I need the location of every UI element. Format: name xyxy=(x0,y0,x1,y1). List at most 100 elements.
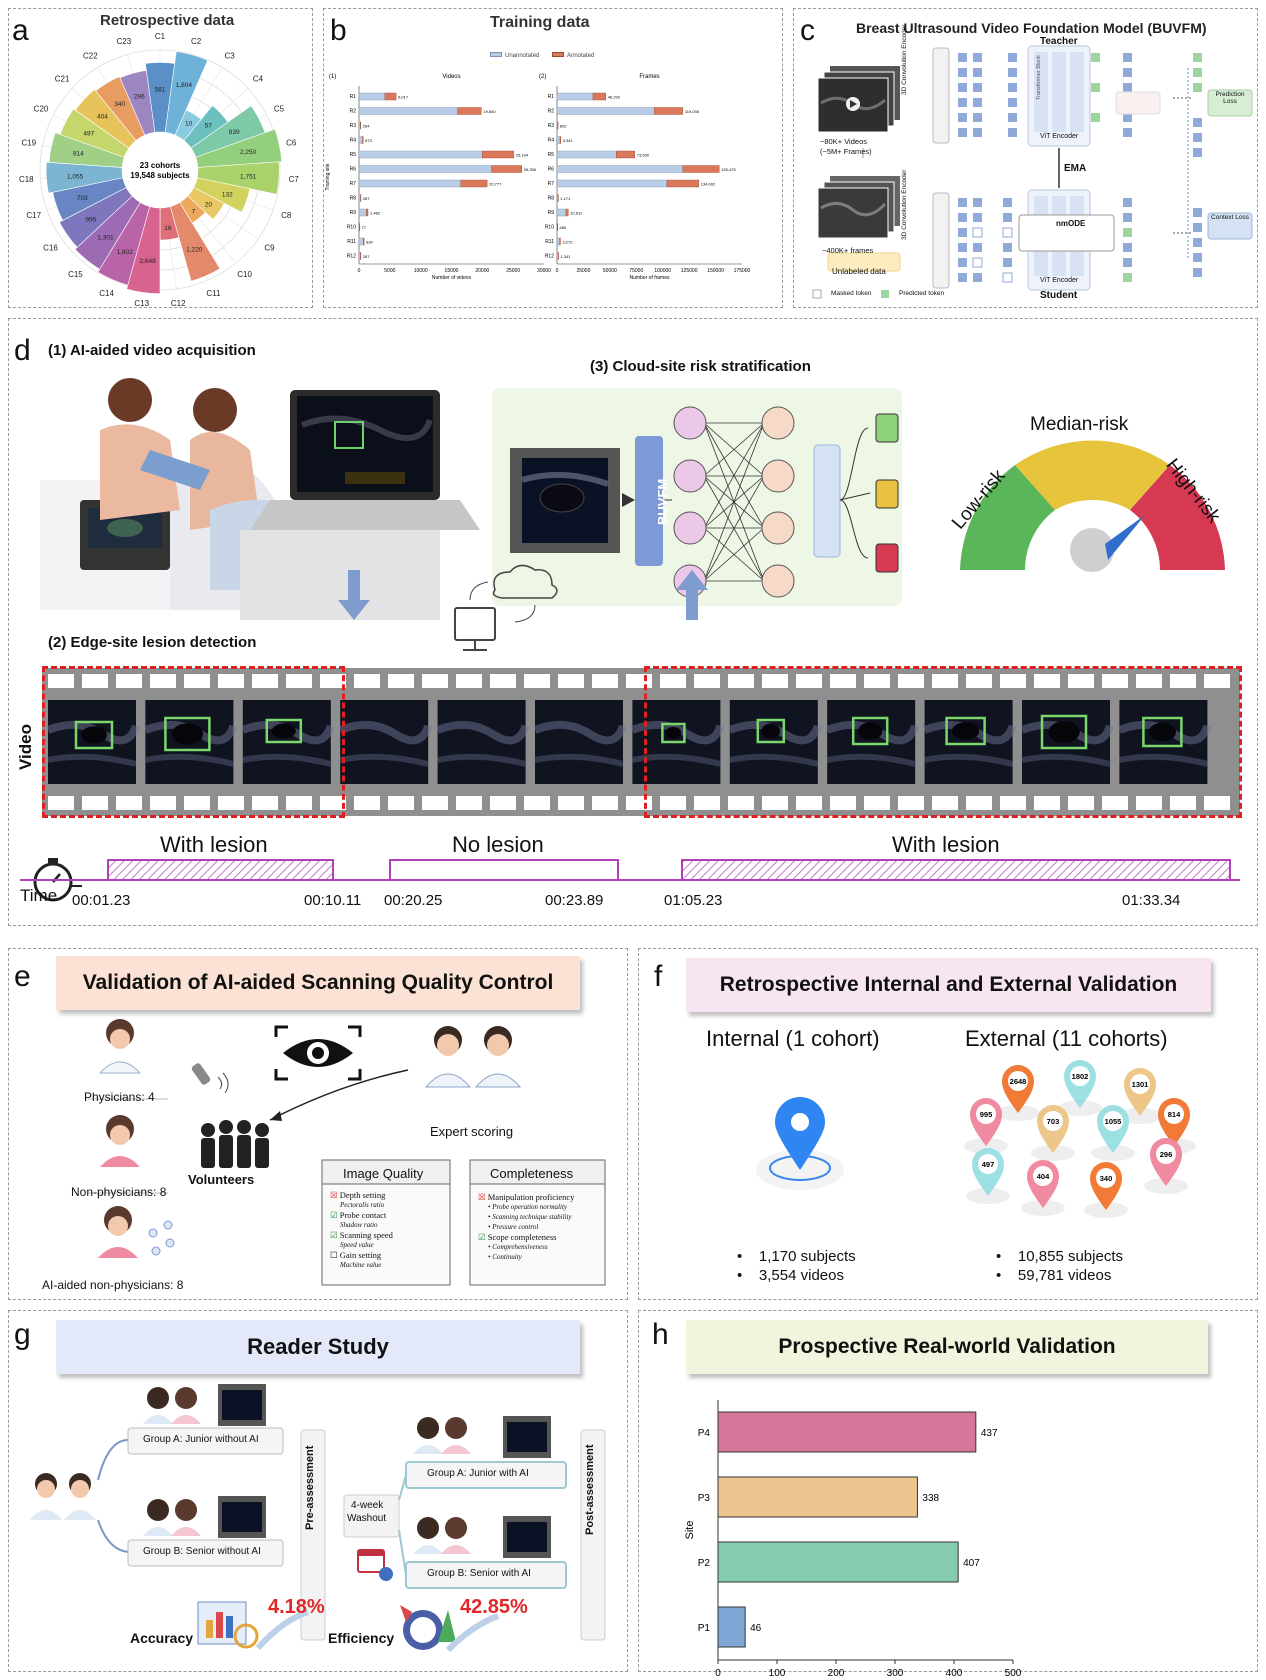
sprocket-hole xyxy=(48,674,74,688)
rose-petal xyxy=(45,161,124,194)
site-tick: R8 xyxy=(350,196,357,202)
group-b-post: Group B: Senior with AI xyxy=(427,1568,531,1579)
sprocket-hole xyxy=(966,796,992,810)
iq-sub: Shadow ratio xyxy=(340,1221,378,1229)
bar-annotated xyxy=(482,150,515,159)
legend-annotated: Annotated xyxy=(552,52,594,59)
lesion-box xyxy=(851,716,889,746)
vit-student: ViT Encoder xyxy=(1040,277,1079,284)
bar-annotated xyxy=(362,136,364,144)
sprocket-hole xyxy=(150,674,176,688)
us-thumb xyxy=(218,1496,266,1538)
bar-value: 1,341 xyxy=(560,254,571,259)
lesion xyxy=(81,726,107,744)
petal-value: 16 xyxy=(164,225,172,232)
rose-petal xyxy=(193,177,251,213)
site-tick: R7 xyxy=(350,181,357,187)
lesion-box-left xyxy=(42,666,345,818)
sprocket-hole xyxy=(422,796,448,810)
pin-value: 1301 xyxy=(1132,1080,1149,1089)
site-tick: P3 xyxy=(698,1493,711,1504)
petal-value: 1,301 xyxy=(97,235,114,242)
petal-value: 703 xyxy=(77,195,88,202)
comp-sub: • Comprehensiveness xyxy=(488,1243,548,1251)
panel-e-title: Validation of AI-aided Scanning Quality … xyxy=(56,956,580,1010)
subchart-title: Videos xyxy=(442,74,460,80)
x-tick: 0 xyxy=(556,268,559,274)
bar-unannotated xyxy=(358,165,492,173)
bar-unannotated xyxy=(556,208,567,217)
petal-value: 1,802 xyxy=(117,249,134,256)
cohort-label: C19 xyxy=(21,139,36,148)
bar-unannotated xyxy=(556,150,617,159)
petal-value: 10 xyxy=(185,120,193,127)
panel-d xyxy=(8,318,1258,926)
pin-value: 404 xyxy=(1037,1172,1050,1181)
film-frames xyxy=(46,674,1230,810)
lesion xyxy=(761,723,781,739)
petal-value: 1,804 xyxy=(176,82,193,89)
sprocket-hole xyxy=(82,674,108,688)
site-tick: R4 xyxy=(548,138,555,144)
median-risk-label: Median-risk xyxy=(1030,414,1129,435)
ema-label: EMA xyxy=(1064,163,1087,174)
sprocket-hole xyxy=(592,796,618,810)
completeness-list: ☒ Manipulation proficiency • Probe opera… xyxy=(478,1192,574,1262)
cohort-label: C6 xyxy=(286,139,297,148)
panel-g-label: g xyxy=(14,1318,31,1351)
efficiency-value: 42.85% xyxy=(460,1596,528,1618)
tissue-band xyxy=(338,720,432,745)
cohort-label: C11 xyxy=(206,289,221,298)
us-thumb xyxy=(503,1516,551,1558)
sprocket-hole xyxy=(966,674,992,688)
tissue-band xyxy=(924,753,1014,767)
site-tick: R3 xyxy=(548,123,555,129)
bar-value: 20,777 xyxy=(489,182,502,187)
petal-value: 2,648 xyxy=(139,258,156,265)
site-tick: R2 xyxy=(350,109,357,115)
subchart-title: Frames xyxy=(639,74,659,80)
nmode-label: nmODE xyxy=(1056,219,1086,228)
sprocket-hole xyxy=(354,674,380,688)
risk-network xyxy=(510,406,899,598)
site-bar xyxy=(717,1411,977,1453)
acquisition-scene xyxy=(40,378,480,620)
rose-petal xyxy=(74,89,137,149)
panel-f-title: Retrospective Internal and External Vali… xyxy=(686,958,1211,1012)
petal-value: 839 xyxy=(229,129,240,136)
unlabeled-label: Unlabeled data xyxy=(832,267,886,276)
rose-petal xyxy=(95,76,146,141)
cohort-label: C10 xyxy=(237,270,252,279)
bar-unannotated xyxy=(358,92,386,101)
iq-item: ☑ Probe contact xyxy=(330,1210,387,1220)
with-lesion-2: With lesion xyxy=(892,832,1000,857)
rose-petal xyxy=(187,187,225,220)
check-icon: ☑ xyxy=(478,1232,488,1242)
bar-value: 673 xyxy=(365,138,372,143)
panel-b-title: Training data xyxy=(490,14,590,31)
bar-value: 830 xyxy=(366,240,373,245)
step2-title: (2) Edge-site lesion detection xyxy=(48,634,257,651)
bar-value: 10,611 xyxy=(570,211,583,216)
panel-g-title: Reader Study xyxy=(56,1320,580,1374)
washout-weeks: 4-week xyxy=(351,1500,384,1511)
sprocket-hole xyxy=(1204,674,1230,688)
sprocket-hole xyxy=(898,674,924,688)
x-tick: 15000 xyxy=(445,268,459,274)
lesion xyxy=(1048,721,1080,743)
petal-value: 1,220 xyxy=(186,246,203,253)
time-label: Time xyxy=(20,886,58,905)
x-tick: 100000 xyxy=(654,268,671,274)
lesion-box xyxy=(265,718,303,744)
petal-value: 132 xyxy=(222,191,233,198)
sprocket-hole xyxy=(320,674,346,688)
reader-pair xyxy=(413,1417,471,1454)
pin-center xyxy=(1043,1111,1063,1131)
x-axis-label: Number of frames xyxy=(629,275,670,281)
bar-value: 802 xyxy=(560,124,567,129)
sprocket-hole xyxy=(524,674,550,688)
image-quality-title: Image Quality xyxy=(343,1166,424,1181)
cohort-label: C9 xyxy=(264,243,275,252)
pre-assessment: Pre-assessment xyxy=(304,1445,316,1530)
tissue-band xyxy=(1021,753,1111,767)
